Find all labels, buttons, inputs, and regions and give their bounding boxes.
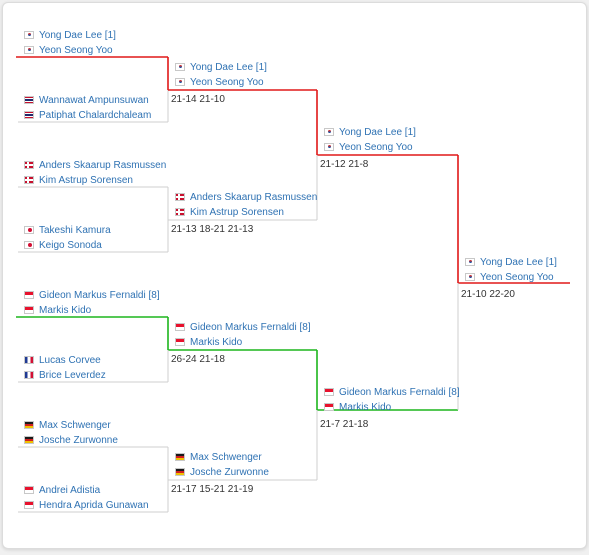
kr-flag-icon xyxy=(324,128,334,136)
player-name[interactable]: Markis Kido xyxy=(339,402,392,413)
player-name[interactable]: Yeon Seong Yoo xyxy=(339,142,413,153)
player-name[interactable]: Lucas Corvee xyxy=(39,355,101,366)
match-score: 21-13 18-21 21-13 xyxy=(171,224,254,235)
player-name[interactable]: Patiphat Chalardchaleam xyxy=(39,110,152,121)
kr-flag-icon xyxy=(175,63,185,71)
player-name[interactable]: Kim Astrup Sorensen xyxy=(39,175,133,186)
player-name[interactable]: Yong Dae Lee [1] xyxy=(480,257,557,268)
jp-flag-icon xyxy=(24,226,34,234)
kr-flag-icon xyxy=(465,258,475,266)
player-name[interactable]: Josche Zurwonne xyxy=(39,435,118,446)
player-name[interactable]: Yong Dae Lee [1] xyxy=(190,62,267,73)
th-flag-icon xyxy=(24,96,34,104)
player-name[interactable]: Yeon Seong Yoo xyxy=(39,45,113,56)
id-flag-icon xyxy=(175,338,185,346)
match-score: 21-7 21-18 xyxy=(320,419,369,430)
match-score: 21-10 22-20 xyxy=(461,289,515,300)
player-name[interactable]: Anders Skaarup Rasmussen xyxy=(39,160,167,171)
player-name[interactable]: Max Schwenger xyxy=(190,452,262,463)
de-flag-icon xyxy=(24,421,34,429)
jp-flag-icon xyxy=(24,241,34,249)
match-score: 26-24 21-18 xyxy=(171,354,225,365)
player-name[interactable]: Yong Dae Lee [1] xyxy=(39,30,116,41)
player-name[interactable]: Hendra Aprida Gunawan xyxy=(39,500,149,511)
th-flag-icon xyxy=(24,111,34,119)
player-name[interactable]: Josche Zurwonne xyxy=(190,467,269,478)
player-name[interactable]: Markis Kido xyxy=(39,305,92,316)
player-name[interactable]: Gideon Markus Fernaldi [8] xyxy=(339,387,460,398)
match-score: 21-17 15-21 21-19 xyxy=(171,484,254,495)
id-flag-icon xyxy=(24,306,34,314)
id-flag-icon xyxy=(24,486,34,494)
de-flag-icon xyxy=(175,453,185,461)
player-name[interactable]: Takeshi Kamura xyxy=(39,225,111,236)
id-flag-icon xyxy=(24,501,34,509)
dk-flag-icon xyxy=(24,176,34,184)
kr-flag-icon xyxy=(24,31,34,39)
bracket-card xyxy=(2,2,587,549)
player-name[interactable]: Gideon Markus Fernaldi [8] xyxy=(190,322,311,333)
player-name[interactable]: Kim Astrup Sorensen xyxy=(190,207,284,218)
dk-flag-icon xyxy=(175,208,185,216)
player-name[interactable]: Markis Kido xyxy=(190,337,243,348)
kr-flag-icon xyxy=(24,46,34,54)
id-flag-icon xyxy=(324,388,334,396)
dk-flag-icon xyxy=(24,161,34,169)
dk-flag-icon xyxy=(175,193,185,201)
kr-flag-icon xyxy=(175,78,185,86)
fr-flag-icon xyxy=(24,356,34,364)
fr-flag-icon xyxy=(24,371,34,379)
player-name[interactable]: Yeon Seong Yoo xyxy=(480,272,554,283)
id-flag-icon xyxy=(324,403,334,411)
id-flag-icon xyxy=(24,291,34,299)
de-flag-icon xyxy=(175,468,185,476)
player-name[interactable]: Andrei Adistia xyxy=(39,485,101,496)
player-name[interactable]: Anders Skaarup Rasmussen xyxy=(190,192,318,203)
kr-flag-icon xyxy=(324,143,334,151)
match-score: 21-12 21-8 xyxy=(320,159,369,170)
player-name[interactable]: Gideon Markus Fernaldi [8] xyxy=(39,290,160,301)
player-name[interactable]: Brice Leverdez xyxy=(39,370,106,381)
kr-flag-icon xyxy=(465,273,475,281)
player-name[interactable]: Yong Dae Lee [1] xyxy=(339,127,416,138)
id-flag-icon xyxy=(175,323,185,331)
player-name[interactable]: Keigo Sonoda xyxy=(39,240,102,251)
de-flag-icon xyxy=(24,436,34,444)
player-name[interactable]: Yeon Seong Yoo xyxy=(190,77,264,88)
player-name[interactable]: Wannawat Ampunsuwan xyxy=(39,95,149,106)
match-score: 21-14 21-10 xyxy=(171,94,225,105)
player-name[interactable]: Max Schwenger xyxy=(39,420,111,431)
